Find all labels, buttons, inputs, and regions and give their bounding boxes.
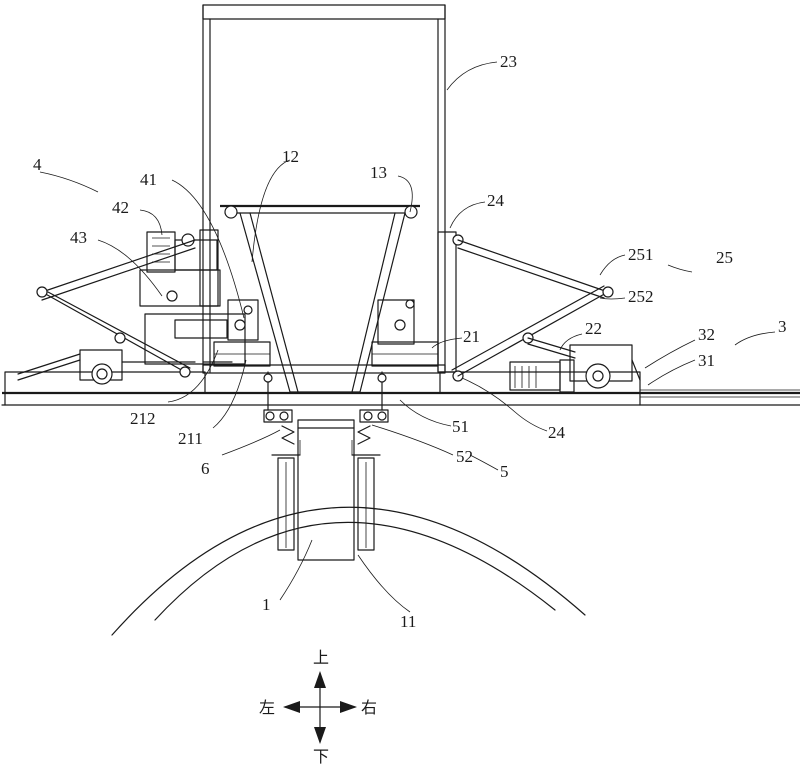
right-mechanism [452,240,640,392]
label-25: 25 [716,248,733,267]
label-212: 212 [130,409,156,428]
arrow-right-icon [340,701,357,713]
right-frame [438,232,463,381]
right-plates [372,300,438,366]
label-22: 22 [585,319,602,338]
label-5: 5 [500,462,509,481]
tank-dome [112,507,585,635]
arrow-left-icon [283,701,300,713]
direction-up-label: 上 [313,648,329,667]
label-21: 21 [463,327,480,346]
label-51: 51 [452,417,469,436]
label-12: 12 [282,147,299,166]
label-1: 1 [262,595,271,614]
label-24-top: 24 [487,191,505,210]
arrow-down-icon [314,727,326,744]
direction-cross [283,671,357,744]
label-52: 52 [456,447,473,466]
label-41: 41 [140,170,157,189]
leader-lines [40,62,775,612]
label-43: 43 [70,228,87,247]
label-31: 31 [698,351,715,370]
label-252: 252 [628,287,654,306]
label-11: 11 [400,612,416,631]
label-13: 13 [370,163,387,182]
label-42: 42 [112,198,129,217]
label-4: 4 [33,155,42,174]
label-211: 211 [178,429,203,448]
direction-left-label: 左 [259,698,275,717]
direction-down-label: 下 [313,747,329,766]
label-23: 23 [500,52,517,71]
label-24-bottom: 24 [548,423,566,442]
arrow-up-icon [314,671,326,688]
label-32: 32 [698,325,715,344]
left-mechanism [18,230,258,384]
direction-right-label: 右 [361,698,377,717]
top-frame [203,5,445,372]
hopper [220,206,420,392]
label-251: 251 [628,245,654,264]
label-6: 6 [201,459,210,478]
clamp-assembly [264,372,388,444]
label-3: 3 [778,317,787,336]
